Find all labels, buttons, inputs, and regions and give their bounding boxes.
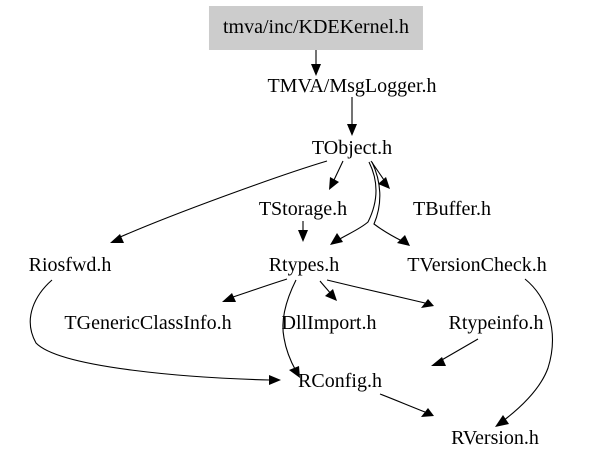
graph-node-msglogger[interactable]: TMVA/MsgLogger.h — [267, 75, 437, 97]
arrow-head-icon — [329, 177, 339, 190]
graph-node-tstorage[interactable]: TStorage.h — [258, 198, 348, 220]
graph-node-riosfwd[interactable]: Riosfwd.h — [28, 254, 112, 276]
arrow-head-icon — [397, 235, 410, 246]
edge-rtypes-to-rtypeinfo — [326, 279, 434, 308]
edge-rtypes-to-rconfig — [282, 279, 300, 378]
graph-node-rversion[interactable]: RVersion.h — [451, 427, 539, 449]
edge-tobject-to-riosfwd — [110, 160, 328, 243]
arrow-head-icon — [495, 415, 509, 427]
edge-tstorage-to-rtypes — [298, 221, 308, 242]
graph-node-tbuffer[interactable]: TBuffer.h — [413, 198, 491, 220]
arrow-head-icon — [311, 64, 321, 76]
arrow-head-icon — [421, 299, 434, 308]
arrow-head-icon — [378, 177, 390, 189]
arrow-head-icon — [289, 366, 300, 378]
arrow-head-icon — [347, 124, 357, 136]
graph-node-dllimport[interactable]: DllImport.h — [281, 312, 377, 334]
arrow-head-icon — [269, 375, 281, 385]
graph-node-rtypes[interactable]: Rtypes.h — [268, 254, 340, 276]
graph-node-rtypeinfo[interactable]: Rtypeinfo.h — [448, 312, 544, 334]
edge-tobject-to-tstorage — [329, 160, 344, 190]
graph-node-rconfig[interactable]: RConfig.h — [298, 370, 382, 392]
edge-tobject-to-tversioncheck — [371, 161, 410, 246]
graph-node-tgenericclassinfo[interactable]: TGenericClassInfo.h — [64, 312, 232, 334]
arrow-head-icon — [421, 408, 434, 417]
arrow-head-icon — [431, 357, 446, 366]
arrow-head-icon — [330, 233, 343, 245]
edge-rconfig-to-rversion — [379, 393, 434, 417]
edge-rtypes-to-tgenericclassinfo — [222, 278, 288, 302]
edge-tobject-to-rtypes — [330, 161, 377, 245]
edge-rtypeinfo-to-rconfig — [431, 338, 479, 366]
arrow-head-icon — [110, 234, 124, 243]
edge-tversioncheck-to-rversion — [495, 278, 553, 427]
graph-node-kdekernel[interactable]: tmva/inc/KDEKernel.h — [208, 6, 424, 50]
edge-riosfwd-to-rconfig — [29, 279, 281, 385]
arrow-head-icon — [298, 230, 308, 242]
edge-msglogger-to-tobject — [347, 97, 357, 136]
arrow-head-icon — [325, 289, 337, 301]
arrow-head-icon — [222, 293, 236, 302]
graph-node-tversioncheck[interactable]: TVersionCheck.h — [407, 254, 547, 276]
edge-kdekernel-to-msglogger — [311, 50, 321, 76]
graph-node-tobject[interactable]: TObject.h — [311, 137, 393, 159]
edge-rtypes-to-dllimport — [319, 280, 337, 301]
